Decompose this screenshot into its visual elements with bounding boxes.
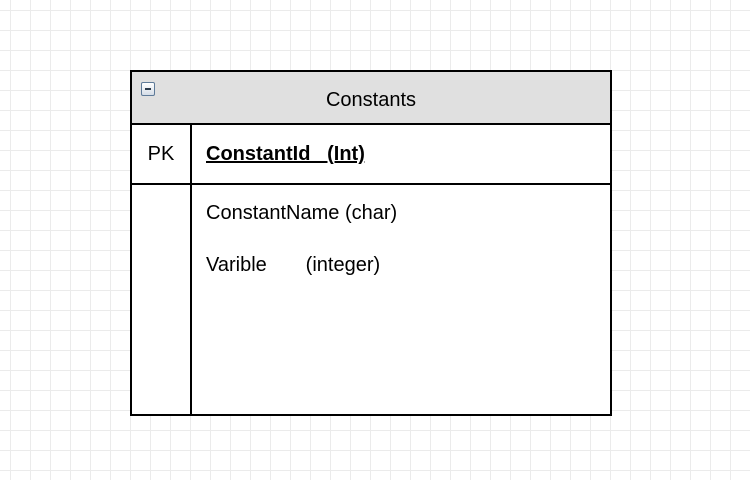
pk-key-label: PK — [147, 143, 175, 165]
key-column-divider — [190, 125, 192, 414]
primary-key-attribute[interactable]: ConstantId (Int) — [206, 143, 365, 165]
attribute-row[interactable]: ConstantName (char) — [206, 202, 398, 224]
minus-glyph — [145, 88, 151, 90]
primary-key-row-divider — [132, 183, 610, 185]
collapse-minus-icon[interactable] — [141, 82, 155, 96]
entity-title: Constants — [325, 89, 417, 111]
entity-header[interactable] — [132, 72, 610, 125]
entity-table-constants[interactable]: Constants PK ConstantId (Int) ConstantNa… — [130, 70, 612, 416]
attribute-row[interactable]: Varible (integer) — [206, 254, 381, 276]
